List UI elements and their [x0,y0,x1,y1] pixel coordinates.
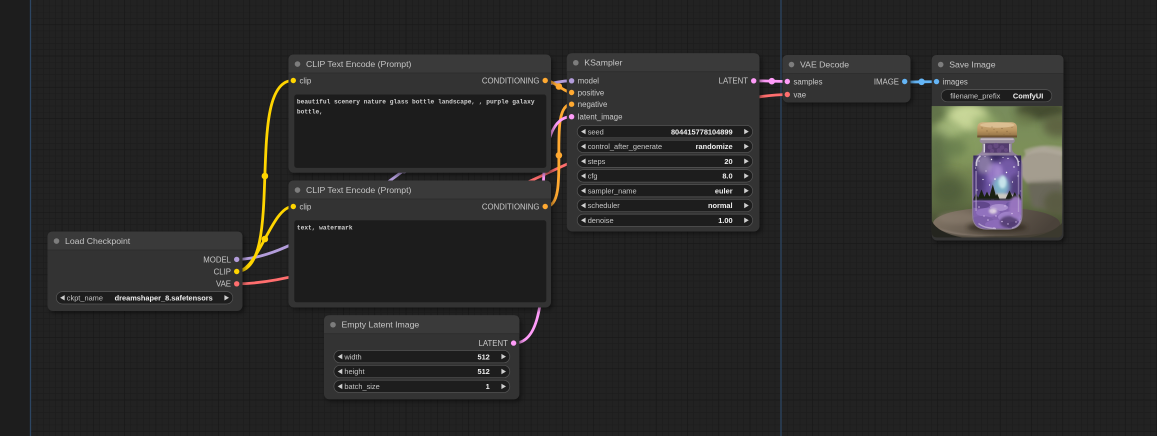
svg-text:CLIP Text Encode (Prompt): CLIP Text Encode (Prompt) [306,59,412,69]
svg-text:filename_prefix: filename_prefix [950,91,1000,100]
svg-text:clip: clip [300,202,312,211]
svg-text:1: 1 [486,382,490,391]
svg-text:804415778104899: 804415778104899 [671,127,733,136]
svg-text:CONDITIONING: CONDITIONING [482,76,540,85]
svg-text:denoise: denoise [588,216,614,225]
svg-text:samples: samples [794,77,823,86]
svg-text:batch_size: batch_size [344,382,379,391]
svg-text:512: 512 [477,352,489,361]
svg-text:vae: vae [794,90,807,99]
svg-text:width: width [343,352,361,361]
svg-text:CONDITIONING: CONDITIONING [482,202,540,211]
svg-text:512: 512 [477,367,489,376]
svg-text:model: model [578,77,600,86]
svg-text:height: height [344,367,364,376]
svg-text:IMAGE: IMAGE [874,77,899,86]
svg-text:latent_image: latent_image [578,113,623,122]
svg-text:scheduler: scheduler [588,201,621,210]
svg-text:sampler_name: sampler_name [588,186,637,195]
svg-text:randomize: randomize [696,142,733,151]
svg-text:CLIP Text Encode (Prompt): CLIP Text Encode (Prompt) [306,185,412,195]
svg-text:MODEL: MODEL [203,255,231,264]
svg-text:clip: clip [300,76,312,85]
svg-text:normal: normal [708,201,733,210]
svg-text:CLIP: CLIP [214,267,231,276]
svg-text:control_after_generate: control_after_generate [588,142,662,151]
svg-text:euler: euler [715,186,733,195]
svg-text:positive: positive [578,88,604,97]
svg-text:Load Checkpoint: Load Checkpoint [65,236,131,246]
svg-text:images: images [943,78,968,87]
svg-text:dreamshaper_8.safetensors: dreamshaper_8.safetensors [115,294,213,303]
svg-text:cfg: cfg [588,172,598,181]
svg-text:20: 20 [724,157,732,166]
svg-text:negative: negative [578,100,607,109]
svg-text:LATENT: LATENT [719,77,749,86]
svg-text:VAE Decode: VAE Decode [800,59,849,69]
svg-text:ComfyUI: ComfyUI [1013,91,1043,100]
svg-text:beautiful scenery nature glass: beautiful scenery nature glass bottle la… [297,99,535,106]
svg-text:8.0: 8.0 [722,172,732,181]
svg-text:VAE: VAE [216,280,231,289]
svg-text:Save Image: Save Image [949,59,996,69]
svg-text:bottle,: bottle, [297,108,323,115]
svg-text:KSampler: KSampler [584,58,622,68]
svg-text:steps: steps [588,157,606,166]
svg-text:1.00: 1.00 [718,216,732,225]
svg-text:LATENT: LATENT [479,339,509,348]
svg-text:ckpt_name: ckpt_name [67,294,103,303]
svg-text:Empty Latent Image: Empty Latent Image [342,320,420,330]
svg-text:text, watermark: text, watermark [297,225,353,232]
svg-text:seed: seed [588,127,604,136]
